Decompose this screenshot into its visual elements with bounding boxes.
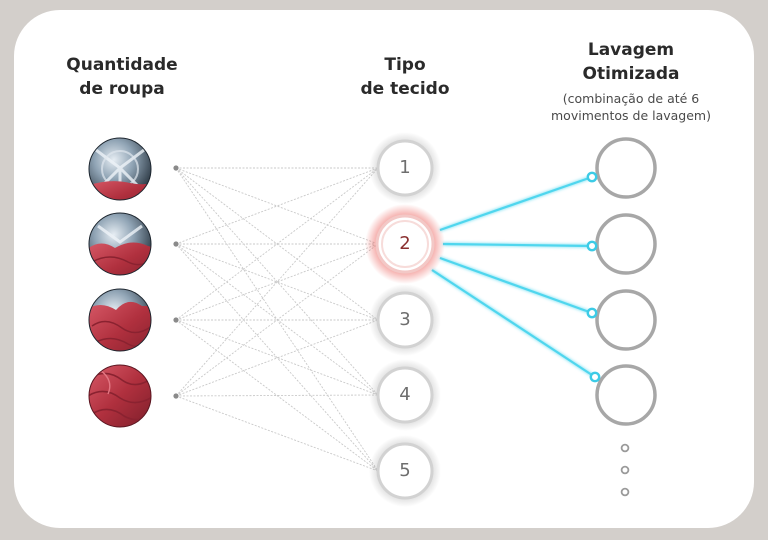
fabric-to-wash-connections bbox=[431, 175, 596, 378]
load-low-icon bbox=[88, 137, 152, 201]
fabric-title-line2: de tecido bbox=[360, 79, 450, 99]
load-to-fabric-connections bbox=[175, 167, 379, 472]
fabric-nodes bbox=[365, 132, 445, 507]
connection-line bbox=[431, 269, 596, 378]
load-dot bbox=[173, 393, 179, 399]
connection-line bbox=[175, 319, 379, 472]
connection-line bbox=[175, 167, 379, 245]
wash-nodes bbox=[595, 137, 657, 426]
load-dot bbox=[173, 241, 179, 247]
fabric-node-5-label: 5 bbox=[399, 460, 411, 481]
fabric-node-4-label: 4 bbox=[399, 384, 411, 405]
load-dot bbox=[173, 317, 179, 323]
wash-title: Lavagem Otimizada bbox=[546, 38, 716, 86]
fabric-title-line1: Tipo bbox=[384, 55, 426, 75]
wash-title-line2: Otimizada bbox=[582, 64, 680, 84]
connection-line bbox=[175, 319, 379, 397]
endpoint-dot bbox=[586, 171, 598, 183]
fabric-node-3-label: 3 bbox=[399, 309, 411, 330]
connection-line bbox=[442, 242, 593, 248]
wash-subtitle: (combinação de até 6 movimentos de lavag… bbox=[536, 90, 726, 124]
wash-subtitle-line1: (combinação de até 6 bbox=[562, 91, 700, 106]
connection-endpoints bbox=[586, 171, 601, 383]
connection-line bbox=[175, 395, 379, 472]
connection-line bbox=[175, 243, 379, 321]
fabric-node-2-label: 2 bbox=[399, 233, 411, 254]
connection-line bbox=[175, 167, 379, 397]
load-dots bbox=[173, 165, 179, 399]
fabric-node-2-active bbox=[365, 204, 445, 284]
fabric-node-4 bbox=[369, 359, 441, 431]
load-icons bbox=[88, 137, 152, 428]
fabric-node-1-label: 1 bbox=[399, 157, 411, 178]
connection-line bbox=[175, 167, 379, 245]
endpoint-dot bbox=[589, 371, 601, 383]
wash-node bbox=[595, 364, 657, 426]
wash-node bbox=[595, 289, 657, 351]
connection-line bbox=[175, 167, 379, 396]
load-full-icon bbox=[88, 364, 152, 428]
ellipsis-dot bbox=[620, 465, 630, 475]
wash-title-line1: Lavagem bbox=[587, 40, 675, 60]
wash-node bbox=[595, 137, 657, 199]
quantity-title-line1: Quantidade bbox=[66, 55, 178, 75]
load-medium-icon bbox=[88, 212, 152, 276]
connection-line bbox=[175, 167, 379, 321]
fabric-node-5 bbox=[369, 435, 441, 507]
wash-node bbox=[595, 213, 657, 275]
fabric-node-1 bbox=[369, 132, 441, 204]
endpoint-dot bbox=[586, 240, 598, 252]
load-high-icon bbox=[88, 288, 152, 352]
connection-line bbox=[175, 243, 379, 321]
fabric-title: Tipo de tecido bbox=[335, 53, 475, 101]
connection-line bbox=[175, 243, 379, 397]
connection-line bbox=[439, 256, 593, 315]
ellipsis-dot bbox=[620, 487, 630, 497]
wash-subtitle-line2: movimentos de lavagem) bbox=[551, 108, 711, 123]
ellipsis-dot bbox=[620, 443, 630, 453]
connection-line bbox=[175, 394, 379, 397]
quantity-title: Quantidade de roupa bbox=[52, 53, 192, 101]
connection-line bbox=[175, 243, 379, 472]
endpoint-dot bbox=[586, 307, 598, 319]
fabric-node-3 bbox=[369, 284, 441, 356]
load-dot bbox=[173, 165, 179, 171]
quantity-title-line2: de roupa bbox=[79, 79, 165, 99]
ellipsis-dots bbox=[620, 443, 630, 497]
connection-line bbox=[439, 175, 593, 232]
connection-line bbox=[175, 319, 379, 396]
